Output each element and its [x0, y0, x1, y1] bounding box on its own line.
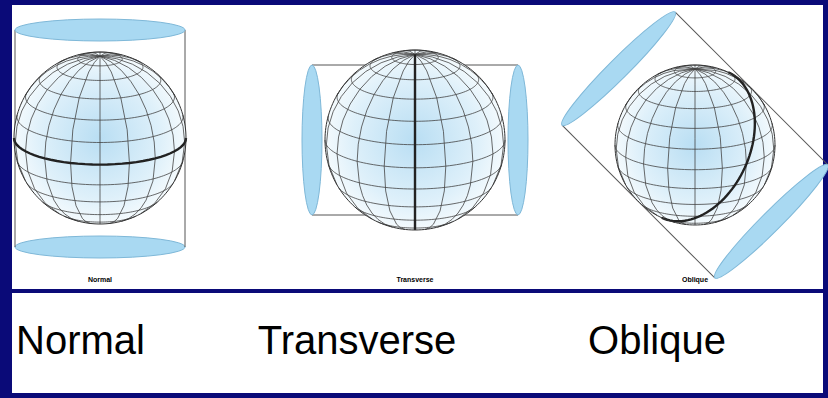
oblique-cylinder	[555, 5, 828, 285]
projection-name: Normal	[16, 320, 145, 360]
globe	[14, 52, 186, 224]
globes	[14, 50, 775, 230]
picture-ground	[12, 5, 823, 289]
frame-top	[0, 0, 828, 5]
normal-cylinder	[15, 19, 185, 258]
small-caption: Oblique	[682, 276, 708, 283]
small-caption: Transverse	[397, 276, 434, 283]
frame-right	[823, 0, 828, 398]
separator-line	[0, 289, 828, 293]
projection-name: Transverse	[258, 320, 457, 360]
globe	[615, 65, 775, 225]
small-caption: Normal	[88, 276, 112, 283]
globe	[325, 50, 505, 230]
frame-left	[0, 0, 12, 398]
frame-bottom	[0, 393, 828, 398]
projection-name: Oblique	[588, 320, 726, 360]
